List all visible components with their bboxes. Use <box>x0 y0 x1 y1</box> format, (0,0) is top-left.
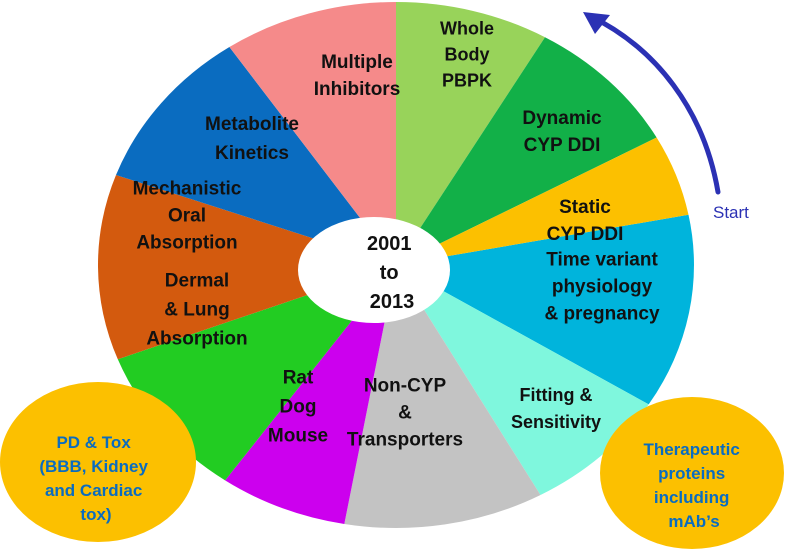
segment-metabolite-kinetics <box>229 2 396 265</box>
center-line-3: 2013 <box>370 291 415 313</box>
segment-whole-body-pbpk <box>396 37 657 266</box>
segment-label-line: Mechanistic <box>133 179 242 200</box>
center-ellipse <box>298 217 450 323</box>
segment-rat-dog-mouse <box>117 265 397 481</box>
start-label: Start <box>713 203 749 222</box>
segment-time-variant-physiology <box>396 265 649 495</box>
right-bubble-line-1: Therapeutic <box>643 440 739 459</box>
segment-label-line: Rat <box>283 368 314 389</box>
left-bubble-line-1: PD & Tox <box>56 433 131 452</box>
segment-label-fitting-sensitivity: Fitting & Sensitivity <box>511 385 601 432</box>
segment-label-line: Transporters <box>347 430 463 451</box>
right-bubble: Therapeutic proteins including mAb’s <box>600 397 784 549</box>
center-line-1: 2001 <box>367 233 412 255</box>
segment-label-line: & Lung <box>164 300 229 321</box>
segment-label-line: & pregnancy <box>544 304 660 325</box>
center-label: 2001 to 2013 <box>367 233 417 313</box>
segment-label-line: Absorption <box>146 329 247 350</box>
segment-fitting-sensitivity <box>344 265 541 528</box>
segment-mechanistic-oral-absorption <box>116 47 396 265</box>
left-bubble-text: PD & Tox (BBB, Kidney and Cardiac tox) <box>39 433 152 524</box>
segment-non-cyp-transporters <box>225 265 396 524</box>
segment-label-time-variant-physiology: Time variant physiology & pregnancy <box>544 250 660 325</box>
wheel-segments <box>97 1 694 528</box>
segment-label-line: Sensitivity <box>511 412 601 432</box>
segment-static-cyp-ddi <box>396 214 694 405</box>
segment-label-non-cyp-transporters: Non-CYP & Transporters <box>347 376 463 451</box>
segment-label-line: Dog <box>280 397 317 418</box>
segment-multiple-inhibitors <box>396 1 545 265</box>
segment-label-line: PBPK <box>442 70 492 90</box>
left-bubble-line-2: (BBB, Kidney <box>39 457 148 476</box>
segment-label-line: Static <box>559 197 611 218</box>
start-arrow: Start <box>583 12 749 222</box>
segment-dermal-lung-absorption <box>97 175 397 360</box>
segment-label-line: Dynamic <box>522 108 602 129</box>
right-bubble-text: Therapeutic proteins including mAb’s <box>643 440 744 531</box>
segment-label-line: Multiple <box>321 52 393 73</box>
right-bubble-line-3: including <box>654 488 730 507</box>
start-arrow-head <box>583 12 610 34</box>
segment-label-line: Whole <box>440 18 494 38</box>
segment-label-line: Mouse <box>268 426 328 447</box>
right-bubble-line-4: mAb’s <box>668 512 719 531</box>
segment-label-line: Body <box>445 44 490 64</box>
segment-label-line: CYP DDI <box>547 224 624 245</box>
left-bubble: PD & Tox (BBB, Kidney and Cardiac tox) <box>0 382 196 542</box>
center-hub: 2001 to 2013 <box>298 217 450 323</box>
left-bubble-line-3: and Cardiac <box>45 481 142 500</box>
segment-dynamic-cyp-ddi <box>396 137 689 265</box>
segment-label-line: Kinetics <box>215 143 289 164</box>
segment-label-line: Time variant <box>546 250 658 271</box>
segment-label-line: Absorption <box>136 233 237 254</box>
segment-label-line: Metabolite <box>205 114 299 135</box>
left-bubble-shape <box>0 382 196 542</box>
right-bubble-shape <box>600 397 784 549</box>
segment-label-line: Inhibitors <box>314 79 401 100</box>
segment-label-line: Non-CYP <box>364 376 447 397</box>
segment-label-line: CYP DDI <box>524 135 601 156</box>
segment-label-line: physiology <box>552 277 653 298</box>
segment-label-line: Oral <box>168 206 206 227</box>
segment-label-line: & <box>398 403 412 424</box>
start-arrow-curve <box>587 13 721 195</box>
segment-label-line: Fitting & <box>520 385 593 405</box>
center-line-2: to <box>380 262 399 284</box>
segment-label-line: Dermal <box>165 271 229 292</box>
right-bubble-line-2: proteins <box>658 464 725 483</box>
left-bubble-line-4: tox) <box>80 505 111 524</box>
